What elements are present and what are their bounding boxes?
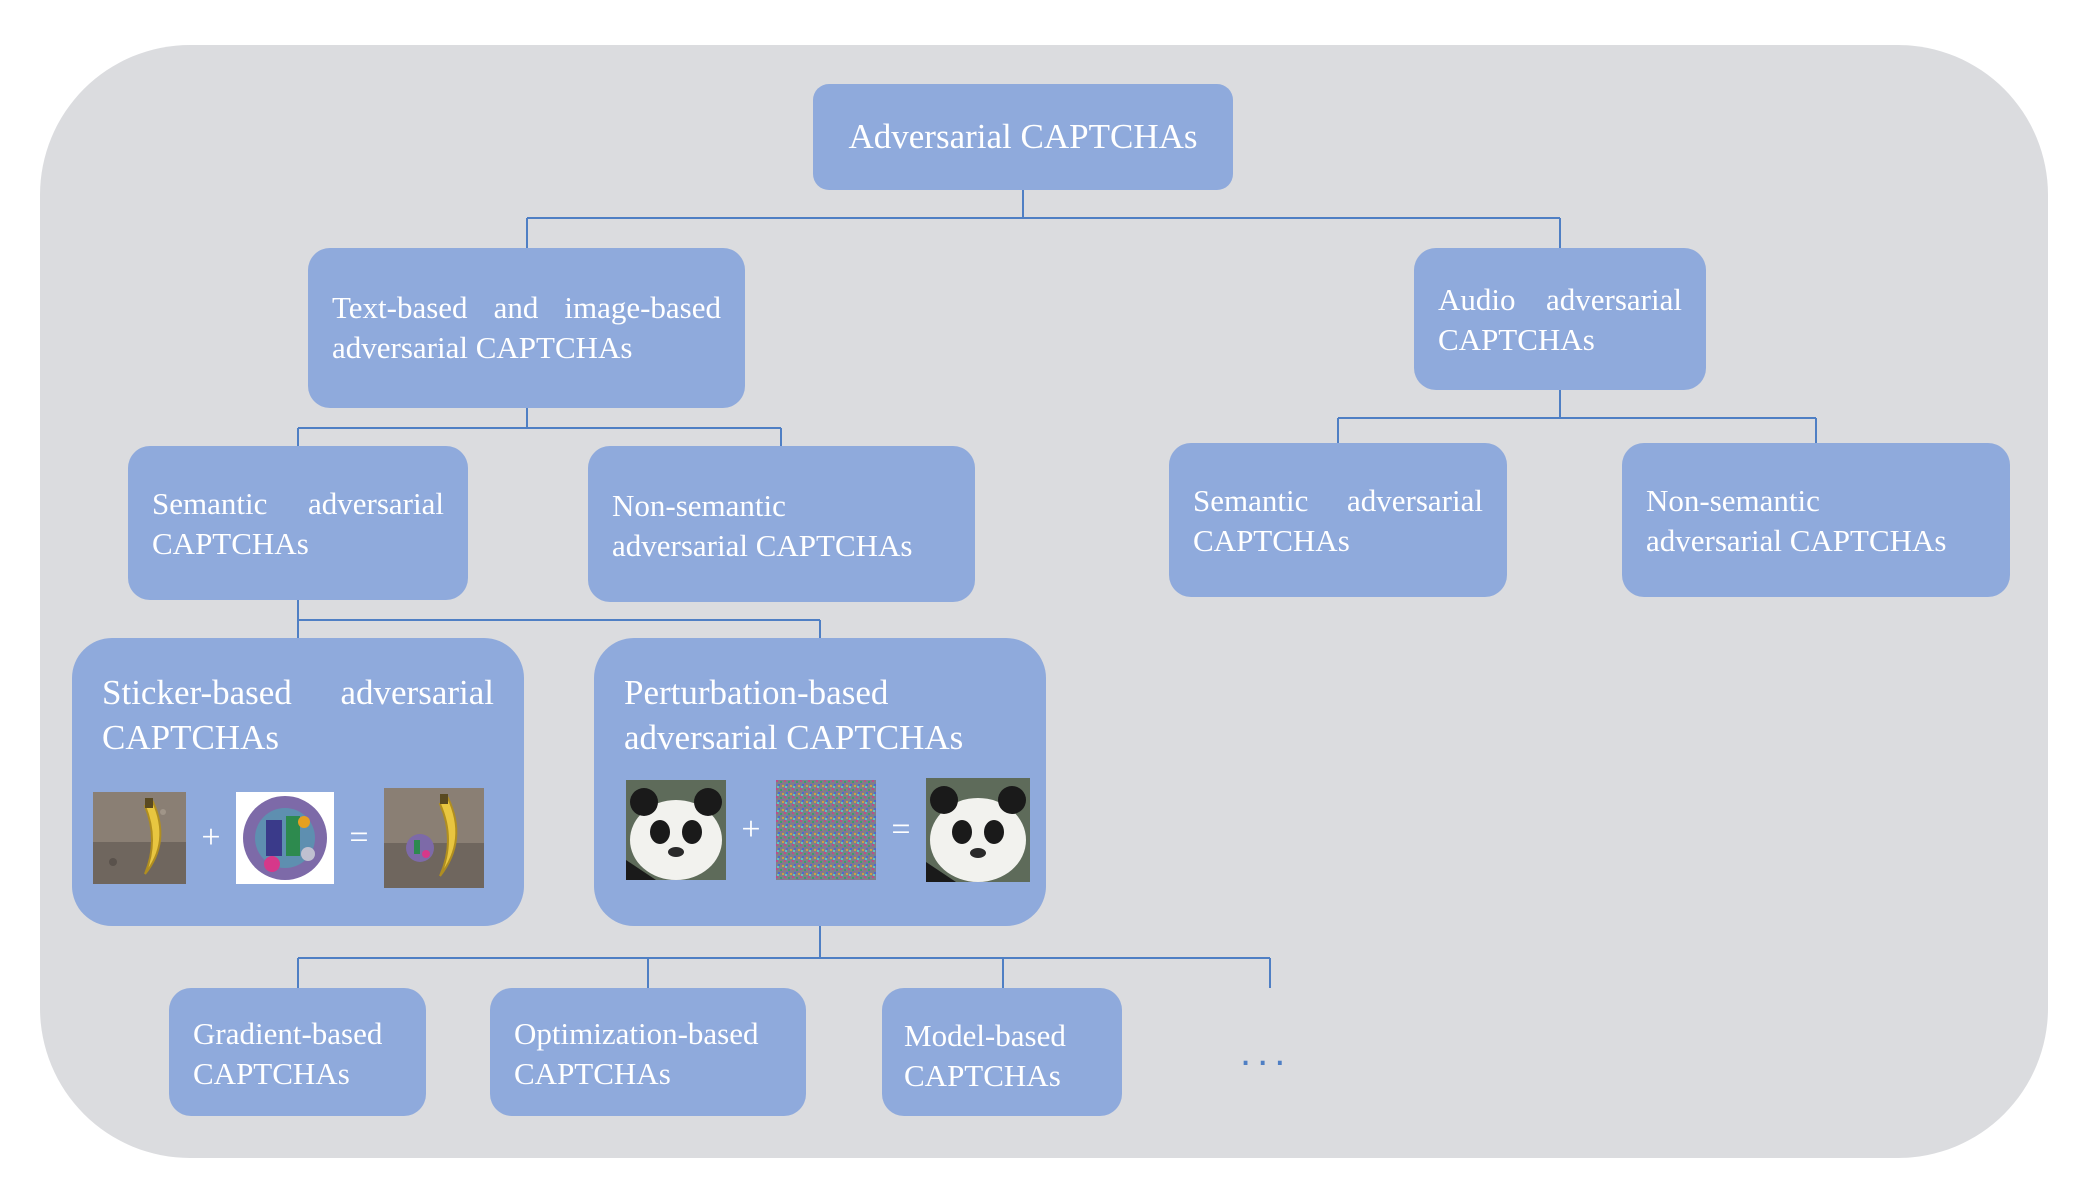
connector-text-image [297, 408, 782, 446]
gradient-node: Gradient-based CAPTCHAs [169, 988, 426, 1116]
au-semantic-line2: CAPTCHAs [1193, 523, 1350, 558]
sticker-equals: = [349, 819, 369, 856]
perturbation-example: + = [626, 778, 1030, 882]
ti-semantic-line2: CAPTCHAs [152, 526, 309, 561]
perturbation-line2: adversarial CAPTCHAs [624, 718, 964, 757]
ti-nonsemantic-node: Non-semantic adversarial CAPTCHAs [588, 446, 975, 602]
perturbation-line1: Perturbation-based [624, 673, 889, 712]
au-nonsemantic-node: Non-semantic adversarial CAPTCHAs [1622, 443, 2010, 597]
au-nonsemantic-line1: Non-semantic [1646, 483, 1820, 518]
background-panel [40, 45, 2048, 1158]
root-node: Adversarial CAPTCHAs [813, 84, 1233, 190]
model-line1: Model-based [904, 1018, 1066, 1053]
noise-perturbation [776, 780, 876, 880]
au-semantic-line1: Semantic adversarial [1193, 483, 1483, 518]
banana-photo [93, 792, 186, 884]
perturbation-equals: = [891, 811, 911, 848]
panda-photo [626, 780, 726, 880]
gradient-line1: Gradient-based [193, 1016, 383, 1051]
gradient-line2: CAPTCHAs [193, 1056, 350, 1091]
sticker-line1: Sticker-based adversarial [102, 673, 494, 712]
banana-with-sticker [384, 788, 484, 888]
model-line2: CAPTCHAs [904, 1058, 1061, 1093]
optimization-node: Optimization-based CAPTCHAs [490, 988, 806, 1116]
optimization-line1: Optimization-based [514, 1016, 759, 1051]
perturbed-panda [926, 778, 1030, 882]
audio-line1: Audio adversarial [1438, 282, 1682, 317]
connector-root [526, 190, 1561, 248]
adversarial-sticker [236, 792, 334, 884]
connector-audio [1337, 390, 1817, 443]
ti-nonsemantic-line2: adversarial CAPTCHAs [612, 528, 913, 563]
ti-semantic-line1: Semantic adversarial [152, 486, 444, 521]
connector-semantic [297, 600, 821, 638]
optimization-line2: CAPTCHAs [514, 1056, 671, 1091]
connector-perturbation [297, 926, 1271, 988]
text-image-line1: Text-based and image-based [332, 290, 721, 325]
sticker-plus: + [201, 819, 221, 856]
audio-line2: CAPTCHAs [1438, 322, 1595, 357]
sticker-example: + = [93, 788, 484, 888]
au-semantic-node: Semantic adversarial CAPTCHAs [1169, 443, 1507, 597]
ti-nonsemantic-line1: Non-semantic [612, 488, 786, 523]
audio-node: Audio adversarial CAPTCHAs [1414, 248, 1706, 390]
root-label: Adversarial CAPTCHAs [848, 117, 1198, 156]
model-node: Model-based CAPTCHAs [882, 988, 1122, 1116]
ti-semantic-node: Semantic adversarial CAPTCHAs [128, 446, 468, 600]
text-image-line2: adversarial CAPTCHAs [332, 330, 633, 365]
sticker-line2: CAPTCHAs [102, 718, 279, 757]
ellipsis: ... [1240, 1030, 1292, 1074]
perturbation-plus: + [741, 811, 761, 848]
au-nonsemantic-line2: adversarial CAPTCHAs [1646, 523, 1947, 558]
text-image-node: Text-based and image-based adversarial C… [308, 248, 745, 408]
